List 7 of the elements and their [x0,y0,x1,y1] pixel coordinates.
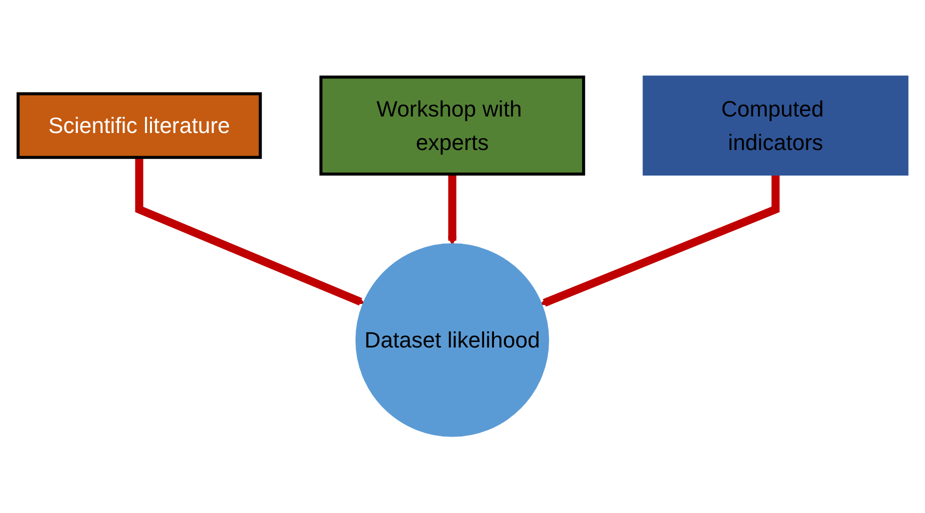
node-circle: Dataset likelihood [355,244,550,438]
arrow [135,158,365,306]
node-box: Computed indicators [642,76,908,176]
node-box: Scientific literature [16,92,262,160]
node-box: Workshop with experts [319,76,586,176]
arrow [540,174,780,307]
arrow [448,174,457,246]
